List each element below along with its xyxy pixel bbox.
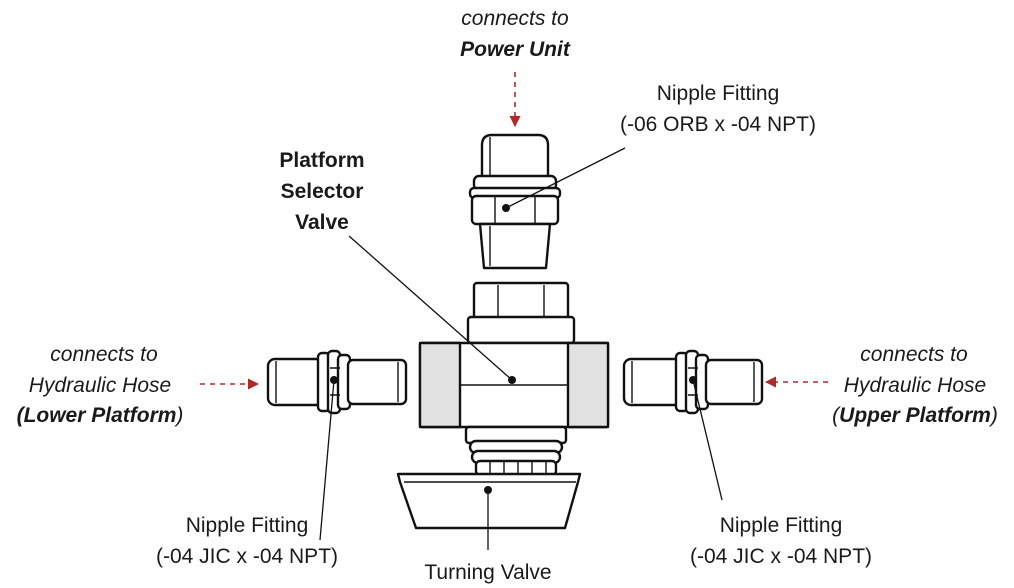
label-right-platform: Upper Platform bbox=[839, 404, 991, 427]
label-right-connects: connects to bbox=[860, 343, 968, 366]
label-selector-line1: Platform bbox=[279, 149, 364, 172]
label-selector-line3: Valve bbox=[295, 211, 349, 234]
label-left-hose: Hydraulic Hose bbox=[29, 374, 171, 397]
label-left-open: ( bbox=[17, 404, 26, 427]
label-left-connects: connects to bbox=[50, 343, 158, 366]
leader-dot-turning-valve bbox=[484, 486, 492, 494]
label-turning-valve: Turning Valve bbox=[424, 561, 551, 584]
right-nipple-fitting bbox=[622, 349, 764, 415]
leader-dot-selector-valve bbox=[508, 376, 516, 384]
left-nipple-fitting bbox=[266, 349, 408, 415]
leader-top-nipple bbox=[505, 147, 626, 209]
leader-selector-valve bbox=[348, 235, 513, 381]
flow-arrows bbox=[200, 72, 828, 390]
label-nipple-right-line1: Nipple Fitting bbox=[720, 514, 843, 537]
label-selector-line2: Selector bbox=[281, 180, 364, 203]
leader-lines bbox=[319, 147, 723, 550]
label-left-platform-line: (Lower Platform) bbox=[17, 404, 184, 427]
label-nipple-right-line2: (-04 JIC x -04 NPT) bbox=[690, 545, 872, 568]
label-nipple-left-line2: (-04 JIC x -04 NPT) bbox=[156, 545, 338, 568]
label-left-close: ) bbox=[173, 404, 183, 427]
label-nipple-top-line2: (-06 ORB x -04 NPT) bbox=[620, 113, 816, 136]
turning-valve bbox=[396, 472, 582, 530]
label-right-close: ) bbox=[988, 404, 998, 427]
text-labels: connects to Power Unit Nipple Fitting (-… bbox=[17, 7, 998, 584]
label-right-open: ( bbox=[832, 404, 841, 427]
leader-dot-right-nipple bbox=[689, 376, 697, 384]
leader-right-nipple bbox=[692, 379, 723, 501]
platform-selector-valve bbox=[418, 281, 610, 477]
label-nipple-top-line1: Nipple Fitting bbox=[657, 82, 780, 105]
label-nipple-left-line1: Nipple Fitting bbox=[186, 514, 309, 537]
label-right-platform-line: (Upper Platform) bbox=[832, 404, 998, 427]
label-left-platform: Lower Platform bbox=[24, 404, 177, 427]
label-power-unit: Power Unit bbox=[460, 38, 571, 61]
leader-dot-top-nipple bbox=[502, 204, 510, 212]
leader-dot-left-nipple bbox=[330, 376, 338, 384]
label-right-hose: Hydraulic Hose bbox=[844, 374, 986, 397]
label-top-connects: connects to bbox=[461, 7, 569, 30]
leader-left-nipple bbox=[319, 379, 335, 541]
top-nipple-fitting bbox=[468, 133, 562, 270]
